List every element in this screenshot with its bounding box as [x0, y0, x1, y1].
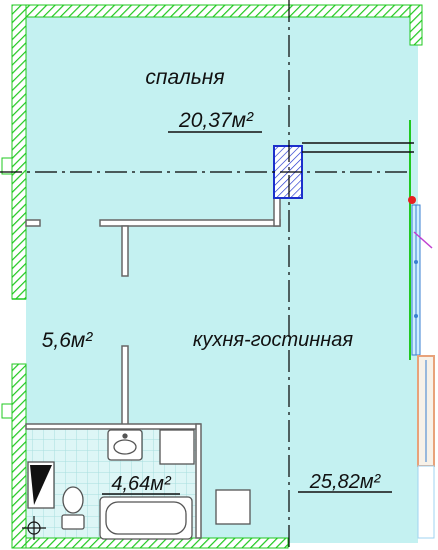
- room-name-bedroom: спальня: [145, 66, 224, 89]
- boiler-mark: [30, 465, 52, 505]
- outer-walls: [11, 4, 423, 549]
- wall-bath-top: [25, 423, 201, 430]
- washer-icon: [215, 489, 251, 525]
- wall-bath-right: [195, 423, 202, 539]
- wall-top: [15, 4, 421, 18]
- wall-right-top: [409, 4, 423, 46]
- room-name-living: кухня-гостинная: [193, 329, 353, 351]
- room-area-hall: 5,6м²: [42, 329, 94, 352]
- left-notch: [1, 157, 13, 175]
- room-area-bath: 4,64м²: [111, 473, 172, 495]
- wall-left-upper: [11, 4, 27, 300]
- bath-fixtures: [27, 429, 251, 540]
- wall-left-lower: [11, 363, 27, 549]
- area-underlines: [102, 131, 392, 495]
- toilet-icon: [61, 514, 85, 530]
- wall-bath-partition: [121, 345, 129, 427]
- beam-lines: [302, 142, 414, 153]
- axis-origin-marker: [22, 516, 46, 540]
- room-area-bedroom: 20,37м²: [178, 109, 254, 132]
- left-notch-lower: [1, 403, 13, 419]
- wall-column-post: [273, 195, 281, 227]
- axis-lines: [0, 0, 412, 550]
- inner-walls: [25, 195, 281, 539]
- cabinet-icon: [159, 429, 195, 465]
- wall-hall-partition: [121, 225, 129, 277]
- room-area-living: 25,82м²: [309, 471, 382, 493]
- wall-bedroom-stub: [25, 219, 41, 227]
- right-window-strip: [408, 120, 435, 539]
- axis-marker-red: [408, 196, 416, 204]
- wall-hall-bedroom: [99, 219, 281, 227]
